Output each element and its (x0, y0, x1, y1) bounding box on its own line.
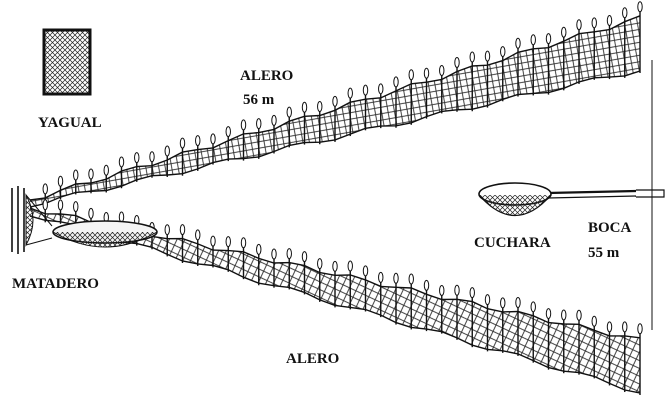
alero-top-label: ALERO (240, 68, 293, 84)
stake-tip (562, 27, 566, 37)
stake-tip (455, 57, 459, 67)
boca-length: 55 m (588, 245, 620, 261)
alero-bottom-label: ALERO (286, 351, 339, 367)
stake-tip (180, 225, 184, 235)
stake-tip (196, 230, 200, 240)
stake-tip (211, 236, 215, 246)
stake-tip (607, 322, 611, 332)
stake-tip (196, 136, 200, 146)
stake-tip (424, 280, 428, 290)
stake-tip (89, 208, 93, 218)
yagual-label: YAGUAL (38, 115, 102, 131)
stake-tip (485, 295, 489, 305)
stake-tip (455, 285, 459, 295)
stake-tip (531, 35, 535, 45)
stake-tip (119, 157, 123, 167)
stake-tip (607, 16, 611, 26)
stake-tip (287, 249, 291, 259)
stake-tip (272, 249, 276, 259)
stake-tip (348, 88, 352, 98)
stake-tip (58, 200, 62, 210)
stake-tip (562, 310, 566, 320)
stake-tip (58, 176, 62, 186)
stake-tip (43, 184, 47, 194)
stake-tip (74, 170, 78, 180)
stake-tip (226, 237, 230, 247)
stake-tip (257, 244, 261, 254)
stake-tip (516, 38, 520, 48)
stake-tip (74, 202, 78, 212)
stake-tip (546, 309, 550, 319)
stake-tip (363, 85, 367, 95)
stake-tip (440, 285, 444, 295)
stake-tip (546, 34, 550, 44)
stake-tip (119, 212, 123, 222)
stake-tip (43, 200, 47, 210)
stake-tip (318, 259, 322, 269)
stake-tip (577, 310, 581, 320)
stake-tip (165, 225, 169, 235)
stake-tip (623, 322, 627, 332)
stake-tip (409, 70, 413, 80)
stake-tip (165, 146, 169, 156)
stake-tip (409, 274, 413, 284)
stake-tip (211, 134, 215, 144)
stake-tip (180, 138, 184, 148)
stake-tip (333, 261, 337, 271)
stake-tip (424, 68, 428, 78)
yagual-icon (44, 30, 90, 94)
stake-tip (592, 316, 596, 326)
stake-tip (638, 324, 642, 334)
stake-tip (485, 51, 489, 61)
stake-tip (287, 107, 291, 117)
stake-tip (470, 288, 474, 298)
stake-tip (272, 115, 276, 125)
boca-label: BOCA (588, 220, 632, 236)
stake-tip (394, 273, 398, 283)
stake-tip (531, 302, 535, 312)
stake-tip (241, 120, 245, 130)
stake-tip (379, 272, 383, 282)
stake-tip (150, 152, 154, 162)
stake-tip (302, 102, 306, 112)
cuchara-label: CUCHARA (474, 235, 551, 251)
stake-tip (257, 119, 261, 129)
stake-tip (379, 84, 383, 94)
stake-tip (302, 252, 306, 262)
stake-tip (226, 127, 230, 137)
alero-top-length: 56 m (243, 92, 275, 108)
stake-tip (592, 18, 596, 28)
stake-tip (501, 47, 505, 57)
stake-tip (501, 298, 505, 308)
stake-tip (516, 298, 520, 308)
stake-tip (135, 153, 139, 163)
stake-tip (623, 8, 627, 18)
stake-tip (363, 266, 367, 276)
stake-tip (394, 77, 398, 87)
matadero-label: MATADERO (12, 276, 99, 292)
stake-tip (318, 101, 322, 111)
stake-tip (638, 2, 642, 12)
stake-tip (440, 66, 444, 76)
stake-tip (241, 238, 245, 248)
stake-tip (104, 165, 108, 175)
stake-tip (577, 20, 581, 30)
stake-tip (89, 169, 93, 179)
stake-tip (470, 52, 474, 62)
stake-tip (333, 96, 337, 106)
cuchara-icon (479, 183, 664, 216)
upper-alero-net (30, 2, 642, 207)
stake-tip (348, 261, 352, 271)
